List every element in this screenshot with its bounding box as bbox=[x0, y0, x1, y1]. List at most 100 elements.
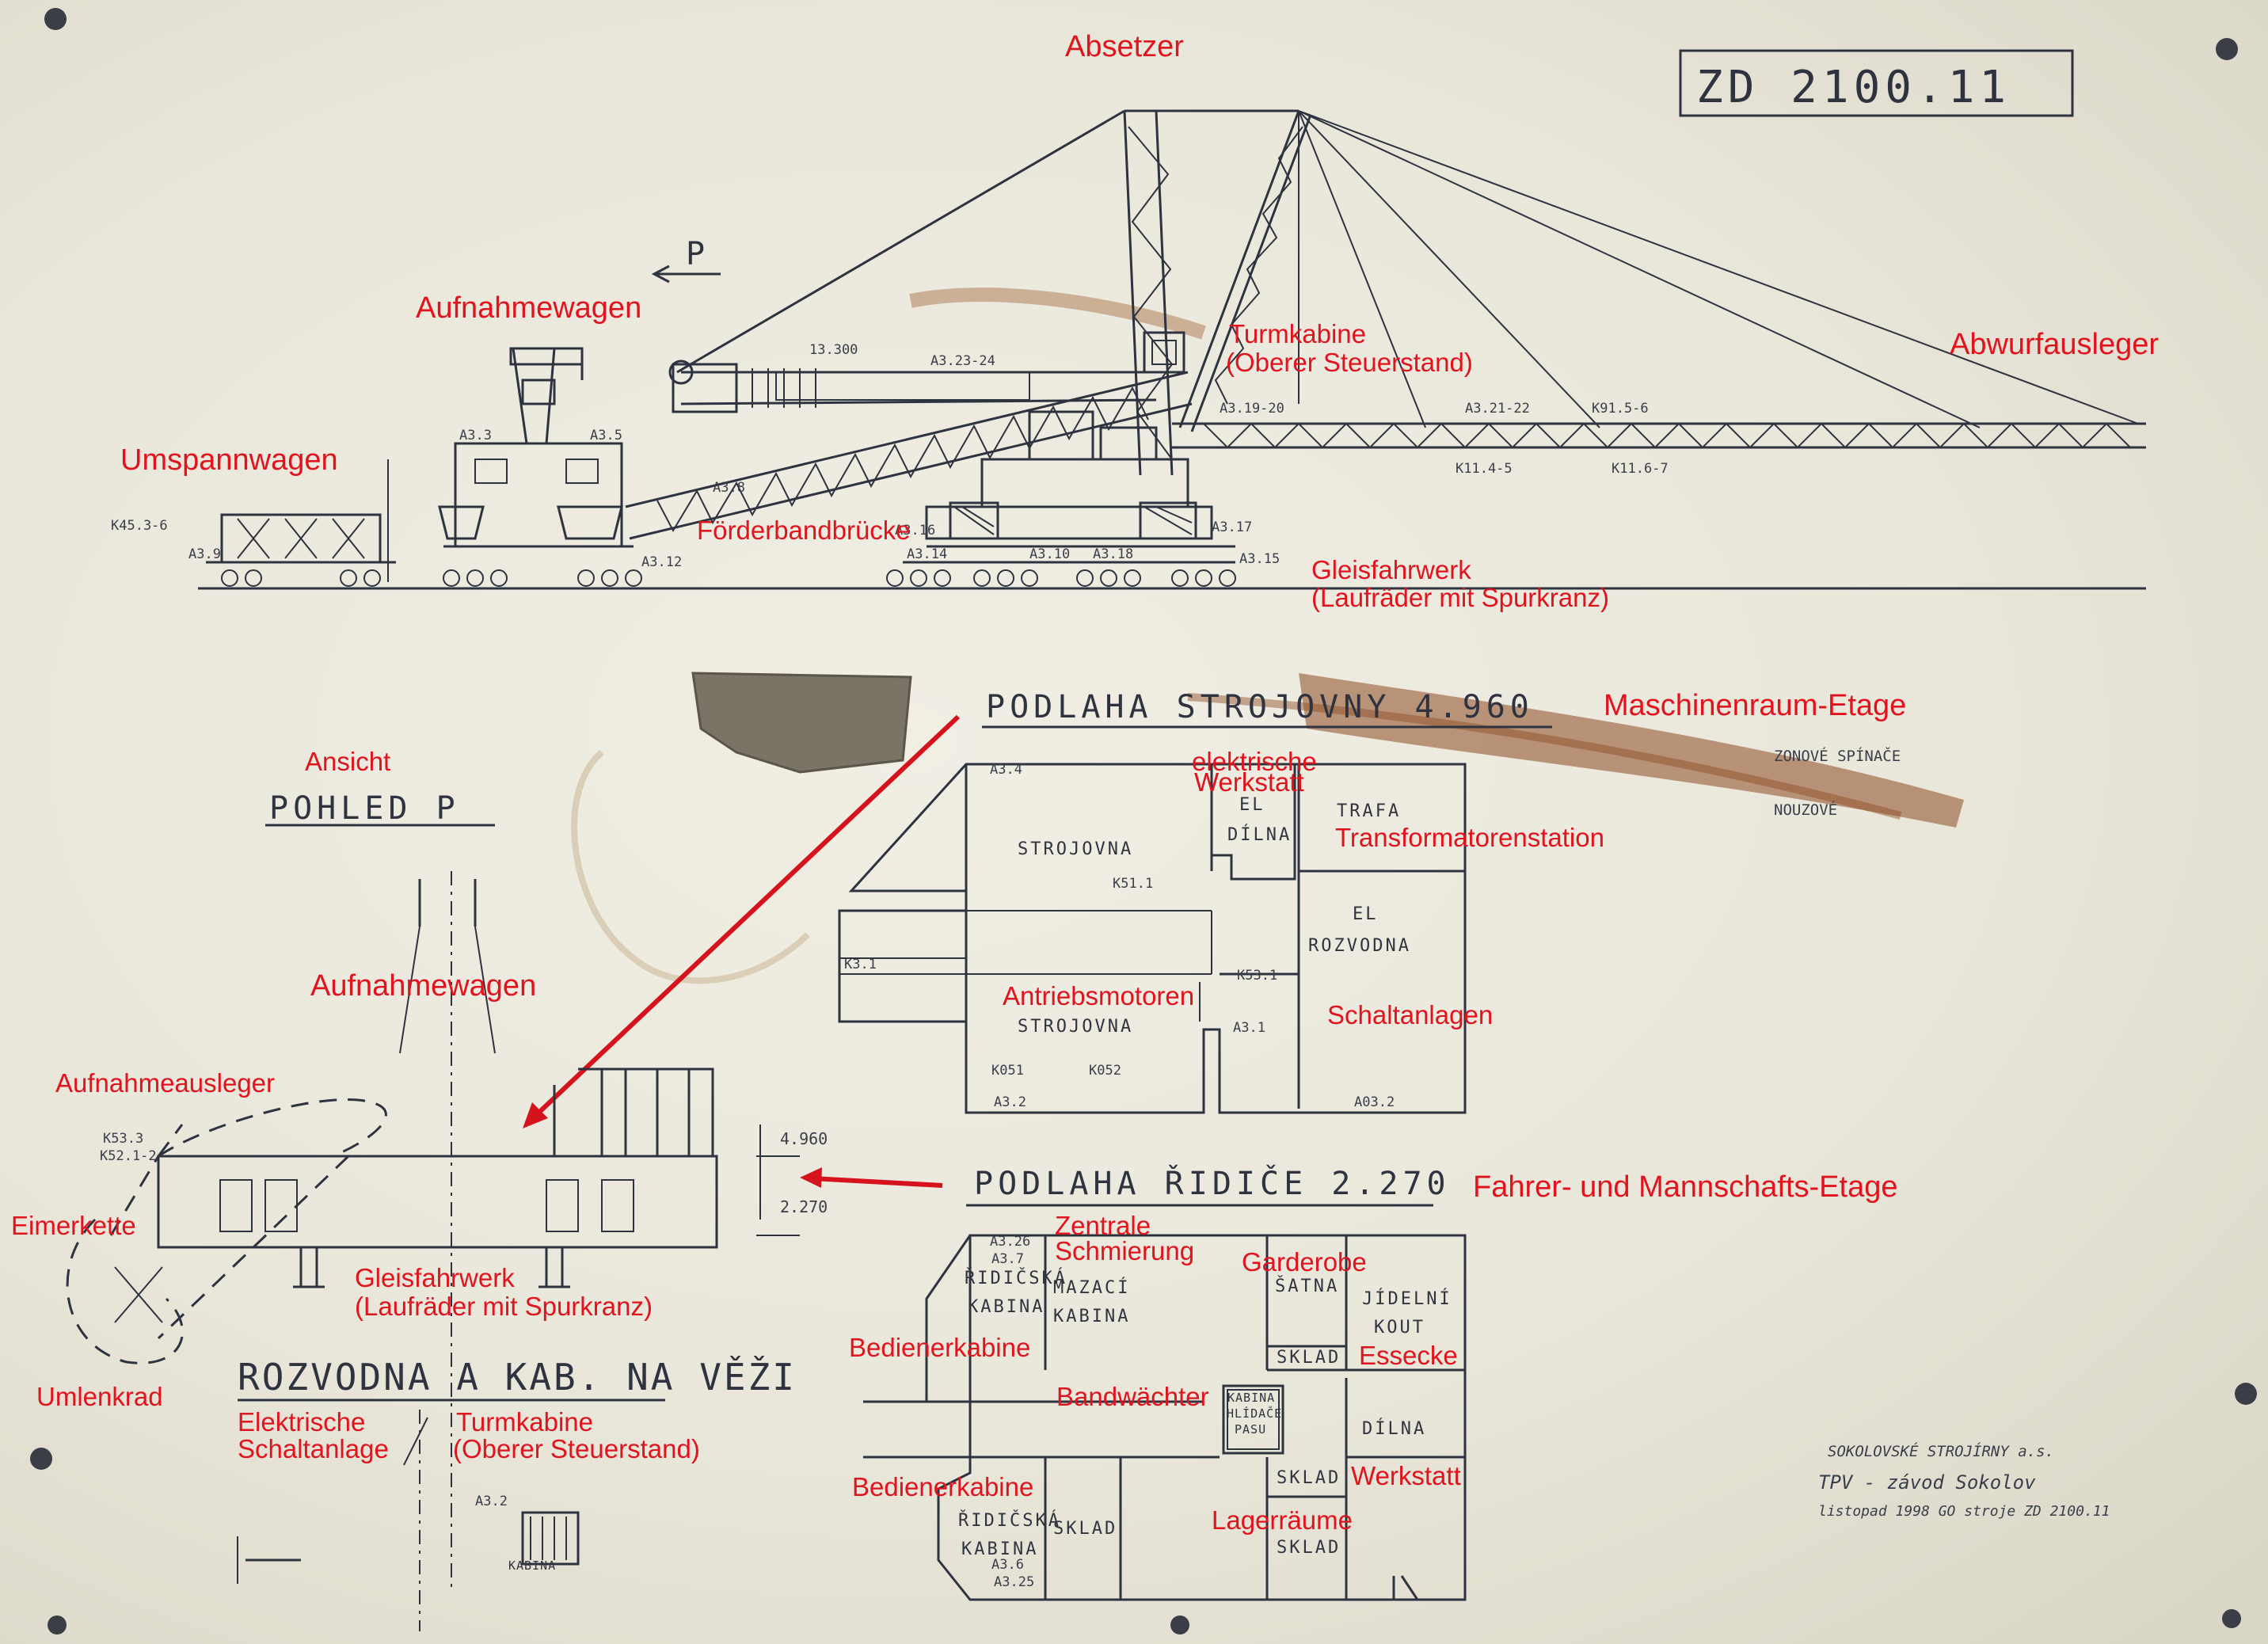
heading-view-p: POHLED P bbox=[269, 790, 460, 827]
code-a3-25: A3.25 bbox=[994, 1574, 1035, 1590]
label-eimerkette: Eimerkette bbox=[11, 1211, 136, 1240]
manufacturer-line1: SOKOLOVSKÉ STROJÍRNY a.s. bbox=[1828, 1443, 2054, 1460]
code-k051: K051 bbox=[991, 1063, 1024, 1079]
label-el-werkstatt-line1: elektrische bbox=[1192, 747, 1317, 776]
room-sklad-4: SKLAD bbox=[1277, 1538, 1341, 1558]
code-k91-5-6: K91.5-6 bbox=[1592, 401, 1649, 417]
room-ridicska-2-line2: KABINA bbox=[961, 1539, 1039, 1559]
label-aufnahmeausleger: Aufnahmeausleger bbox=[55, 1068, 276, 1098]
label-bedienerkabine-1: Bedienerkabine bbox=[849, 1333, 1031, 1362]
code-a3-5: A3.5 bbox=[590, 428, 622, 443]
code-k45-3-6: K45.3-6 bbox=[111, 518, 168, 534]
code-a3-1: A3.1 bbox=[1233, 1020, 1265, 1036]
label-essecke: Essecke bbox=[1359, 1341, 1458, 1370]
label-bedienerkabine-2: Bedienerkabine bbox=[852, 1472, 1034, 1501]
room-trafa: TRAFA bbox=[1337, 801, 1402, 821]
code-a3-9: A3.9 bbox=[188, 546, 221, 562]
room-sklad-1: SKLAD bbox=[1277, 1348, 1341, 1368]
label-turmkabine-view-line2: (Oberer Steuerstand) bbox=[453, 1434, 700, 1463]
code-k52-1-2: K52.1-2 bbox=[100, 1148, 157, 1164]
code-a3-17: A3.17 bbox=[1212, 519, 1253, 535]
code-k51-1: K51.1 bbox=[1113, 876, 1154, 892]
code-a03-2: A03.2 bbox=[1354, 1094, 1395, 1110]
room-strojovna-1: STROJOVNA bbox=[1018, 839, 1134, 859]
code-a3-26: A3.26 bbox=[990, 1234, 1031, 1250]
label-fahrer-etage: Fahrer- und Mannschafts-Etage bbox=[1473, 1170, 1898, 1204]
code-k11-4-5: K11.4-5 bbox=[1456, 461, 1513, 477]
drawing-number-box bbox=[1679, 49, 2074, 117]
code-a3-2-tower: A3.2 bbox=[475, 1494, 508, 1509]
discharge-boom bbox=[1172, 422, 2146, 449]
code-a3-23-24: A3.23-24 bbox=[930, 353, 995, 369]
rust-stain bbox=[1299, 673, 1964, 828]
label-umlenkrad: Umlenkrad bbox=[36, 1382, 163, 1411]
heading-machine-floor: PODLAHA STROJOVNY 4.960 bbox=[986, 689, 1534, 725]
code-a3-10: A3.10 bbox=[1029, 546, 1071, 562]
label-zentrale-line1: Zentrale bbox=[1055, 1211, 1151, 1240]
label-el-werkstatt-line2: Werkstatt bbox=[1194, 767, 1304, 797]
label-garderobe: Garderobe bbox=[1242, 1247, 1367, 1277]
room-el-dilna-line2: DÍLNA bbox=[1227, 825, 1292, 845]
driver-floor-plan bbox=[863, 1234, 1467, 1601]
label-lagerraeume: Lagerräume bbox=[1212, 1505, 1353, 1535]
umspannwagen-side bbox=[206, 513, 396, 587]
label-el-schaltanlage-line1: Elektrische bbox=[238, 1407, 366, 1437]
view-p-drawing bbox=[66, 871, 800, 1592]
room-el-rozvodna-line2: ROZVODNA bbox=[1308, 936, 1411, 956]
drawing-number: ZD 2100.11 bbox=[1696, 62, 2011, 113]
label-gleisfahrwerk-line1: Gleisfahrwerk bbox=[1311, 555, 1471, 584]
code-k3-1: K3.1 bbox=[844, 957, 877, 972]
machine-floor-plan bbox=[838, 763, 1467, 1114]
torn-patch bbox=[691, 672, 912, 774]
code-a3-21-22: A3.21-22 bbox=[1465, 401, 1530, 417]
heading-driver-floor: PODLAHA ŘIDIČE 2.270 bbox=[974, 1166, 1451, 1202]
code-a3-7: A3.7 bbox=[991, 1251, 1024, 1267]
label-aufnahmewagen: Aufnahmewagen bbox=[416, 291, 642, 325]
elevation-tower: 13.300 bbox=[809, 342, 858, 358]
room-strojovna-2: STROJOVNA bbox=[1018, 1017, 1134, 1037]
room-kabina-hlidace-line3: PASU bbox=[1235, 1422, 1267, 1437]
screw-heads bbox=[30, 8, 2257, 1634]
code-a3-12: A3.12 bbox=[641, 554, 683, 570]
room-mazaci-line2: KABINA bbox=[1053, 1307, 1131, 1326]
room-ridicska-line1: ŘIDIČSKÁ bbox=[965, 1269, 1067, 1288]
label-trafo: Transformatorenstation bbox=[1335, 823, 1604, 852]
code-k53-1: K53.1 bbox=[1237, 968, 1278, 984]
label-antriebsmotoren: Antriebsmotoren bbox=[1003, 981, 1195, 1010]
aufnahmewagen-side bbox=[438, 347, 642, 587]
code-a3-4: A3.4 bbox=[990, 762, 1022, 778]
tower-plan bbox=[237, 1410, 580, 1631]
conveyor-bridge bbox=[625, 371, 1193, 540]
code-a3-15: A3.15 bbox=[1239, 551, 1281, 567]
room-sklad-2: SKLAD bbox=[1277, 1468, 1341, 1488]
label-umspannwagen: Umspannwagen bbox=[120, 443, 338, 477]
label-zentrale-line2: Schmierung bbox=[1055, 1236, 1195, 1265]
note-nouzove: NOUZOVÉ bbox=[1774, 801, 1838, 819]
label-schaltanlagen: Schaltanlagen bbox=[1327, 1000, 1494, 1029]
absetzer-body bbox=[886, 410, 1236, 587]
room-sklad-3: SKLAD bbox=[1053, 1519, 1118, 1539]
label-turmkabine-view-line1: Turmkabine bbox=[456, 1407, 594, 1437]
room-el-dilna-line1: EL bbox=[1239, 795, 1265, 815]
room-ridicska-line2: KABINA bbox=[968, 1297, 1045, 1317]
label-turmkabine-line1: Turmkabine bbox=[1229, 319, 1367, 348]
manufacturer-line3: listopad 1998 GO stroje ZD 2100.11 bbox=[1818, 1503, 2110, 1520]
code-a3-6: A3.6 bbox=[991, 1557, 1024, 1573]
code-k53-3: K53.3 bbox=[103, 1131, 144, 1147]
code-a3-8: A3.8 bbox=[713, 480, 745, 496]
label-werkstatt: Werkstatt bbox=[1351, 1461, 1461, 1490]
code-a3-16: A3.16 bbox=[895, 523, 936, 538]
label-abwurfausleger: Abwurfausleger bbox=[1950, 328, 2160, 361]
room-mazaci-line1: MAZACÍ bbox=[1053, 1278, 1131, 1298]
elevation-driver: 2.270 bbox=[780, 1197, 828, 1216]
elevation-machine: 4.960 bbox=[780, 1129, 828, 1148]
code-a3-18: A3.18 bbox=[1093, 546, 1134, 562]
label-ansicht: Ansicht bbox=[305, 747, 391, 776]
room-kabina-tower: KABINA bbox=[508, 1558, 557, 1573]
code-k11-6-7: K11.6-7 bbox=[1612, 461, 1669, 477]
code-k052: K052 bbox=[1089, 1063, 1121, 1079]
room-ridicska-2-line1: ŘIDIČSKÁ bbox=[958, 1511, 1061, 1531]
room-dilna: DÍLNA bbox=[1362, 1419, 1427, 1439]
